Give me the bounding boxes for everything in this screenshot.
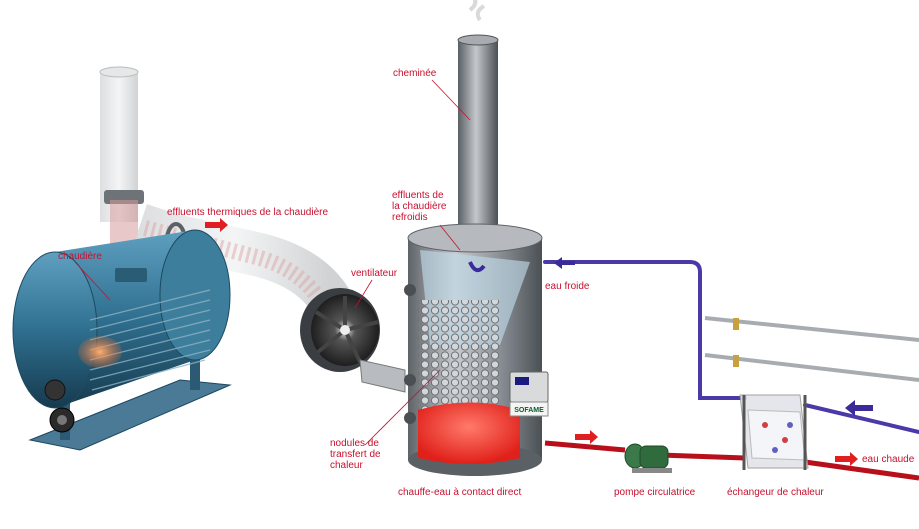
label-eau-froide: eau froide bbox=[545, 281, 590, 292]
brand-logo: SOFAME bbox=[514, 407, 544, 414]
leader-lines bbox=[74, 79, 471, 446]
chimney bbox=[457, 0, 499, 240]
circulation-pump bbox=[624, 443, 672, 473]
flow-arrows bbox=[205, 218, 873, 466]
hot-water-pipe bbox=[544, 440, 919, 481]
label-nodules: nodules de transfert de chaleur bbox=[330, 438, 381, 471]
label-cheminee: cheminée bbox=[393, 68, 437, 79]
label-effluents-thermiques: effluents thermiques de la chaudière bbox=[167, 207, 329, 218]
label-ventilateur: ventilateur bbox=[351, 268, 398, 279]
label-chaudiere: chaudière bbox=[58, 251, 102, 262]
label-eau-chaude: eau chaude bbox=[862, 454, 915, 465]
hot-water-arrow-exchanger bbox=[835, 452, 858, 466]
cold-water-pipe bbox=[543, 260, 919, 434]
boiler-exhaust-stack bbox=[99, 66, 144, 270]
hot-gas-arrow bbox=[205, 218, 228, 232]
label-pompe: pompe circulatrice bbox=[614, 487, 696, 498]
fan bbox=[300, 288, 406, 393]
heat-exchanger bbox=[739, 394, 809, 470]
water-heater-tank: SOFAME bbox=[404, 223, 549, 476]
cold-water-arrow-exchanger bbox=[845, 400, 873, 416]
auxiliary-pipes bbox=[704, 316, 919, 382]
label-echangeur: échangeur de chaleur bbox=[727, 487, 824, 498]
hot-water-arrow-tank bbox=[575, 430, 598, 444]
boiler bbox=[12, 229, 232, 451]
label-chauffe-eau: chauffe-eau à contact direct bbox=[398, 487, 522, 498]
label-effluents-refroidis: effluents de la chaudière refroidis bbox=[392, 190, 447, 223]
cold-water-arrow-tank bbox=[554, 257, 575, 269]
